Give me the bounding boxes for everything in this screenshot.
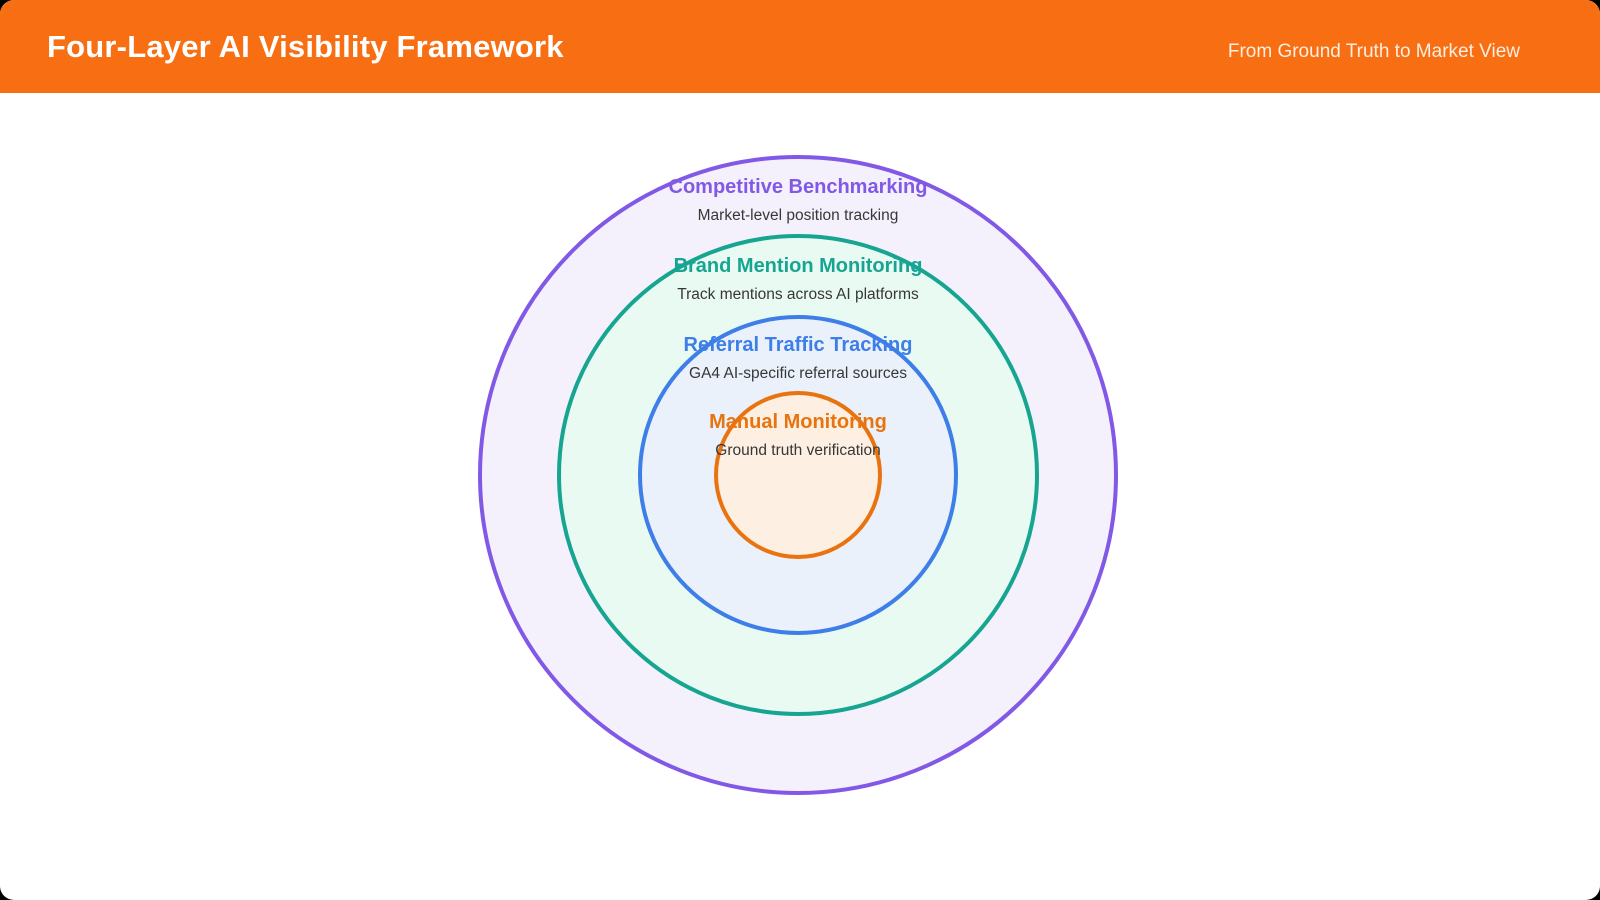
header-bar: Four-Layer AI Visibility Framework From … [0, 0, 1600, 93]
layers-canvas [478, 155, 1118, 795]
header-subtitle: From Ground Truth to Market View [1227, 40, 1520, 62]
manual-monitoring-circle [714, 391, 882, 559]
page-title: Four-Layer AI Visibility Framework [47, 28, 564, 64]
concentric-layers-diagram: Competitive Benchmarking Market-level po… [0, 93, 1600, 900]
